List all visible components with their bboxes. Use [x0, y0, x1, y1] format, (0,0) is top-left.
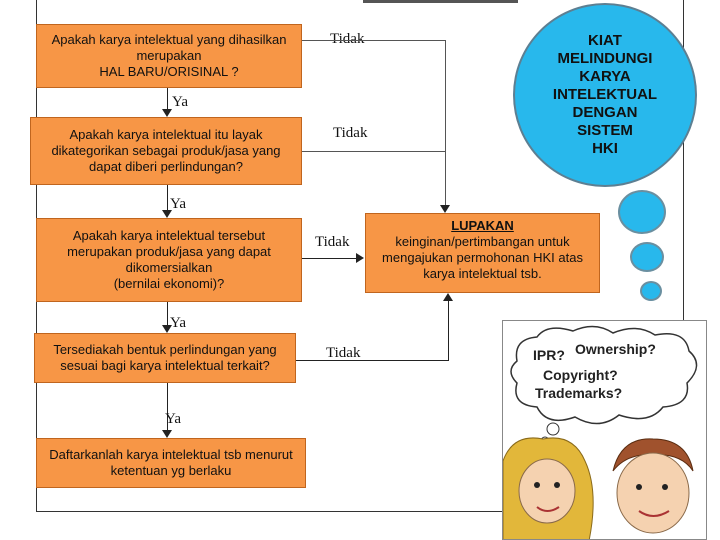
boy-mouth: [638, 510, 670, 517]
arrow-2: [162, 210, 172, 218]
girl-mouth: [536, 506, 560, 512]
forget-title: LUPAKAN: [451, 218, 514, 233]
cartoon-svg: [503, 325, 698, 539]
title-bubble: KIAT MELINDUNGI KARYA INTELEKTUAL DENGAN…: [515, 5, 695, 185]
no-label-2: Tidak: [333, 125, 368, 141]
cloud-dot-1: [546, 422, 560, 436]
no-line-1: [302, 40, 445, 41]
arrow-1: [162, 109, 172, 117]
girl-eye-left: [534, 482, 540, 488]
yes-label-3: Ya: [170, 315, 186, 331]
no-arrow-4: [443, 293, 453, 301]
thought-cloud: [510, 325, 698, 425]
cloud-text-ownership: Ownership?: [575, 341, 656, 357]
no-label-3: Tidak: [315, 234, 350, 250]
cartoon-illustration: IPR? Ownership? Copyright? Trademarks?: [502, 320, 707, 540]
forget-body: keinginan/pertimbangan untuk mengajukan …: [382, 234, 583, 281]
girl-eye-right: [554, 482, 560, 488]
action-box-register: Daftarkanlah karya intelektual tsb menur…: [36, 438, 306, 488]
arrow-4: [162, 430, 172, 438]
yes-label-4: Ya: [165, 411, 181, 427]
boy-eye-left: [636, 484, 642, 490]
connector-4: [167, 383, 168, 431]
no-arrow-top: [440, 205, 450, 213]
connector-1: [167, 88, 168, 110]
cloud-text-copyright: Copyright?: [543, 367, 618, 383]
yes-label-2: Ya: [170, 196, 186, 212]
arrow-3: [162, 325, 172, 333]
frame-right: [683, 0, 684, 320]
thought-bubble-small: [640, 281, 662, 301]
girl-face: [518, 458, 576, 524]
question-box-original: Apakah karya intelektual yang dihasilkan…: [36, 24, 302, 88]
frame-top-block: [363, 0, 518, 3]
no-line-2: [302, 151, 445, 152]
no-arrow-3: [356, 253, 364, 263]
frame-bottom: [36, 511, 502, 512]
yes-label-1: Ya: [172, 94, 188, 110]
no-label-4: Tidak: [326, 345, 361, 361]
question-box-protection-form: Tersediakah bentuk perlindungan yang ses…: [34, 333, 296, 383]
thought-bubble-medium: [630, 242, 664, 272]
connector-3: [167, 302, 168, 326]
no-riser-4: [448, 300, 449, 360]
cloud-text-trademarks: Trademarks?: [535, 385, 623, 401]
question-box-commercial: Apakah karya intelektual tersebut merupa…: [36, 218, 302, 302]
forget-box: LUPAKAN keinginan/pertimbangan untuk men…: [365, 213, 600, 293]
boy-face: [616, 452, 690, 534]
connector-2: [167, 185, 168, 211]
no-trunk: [445, 40, 446, 206]
no-line-3: [302, 258, 357, 259]
boy-eye-right: [662, 484, 668, 490]
thought-bubble-large: [618, 190, 666, 234]
question-box-protectable: Apakah karya intelektual itu layak dikat…: [30, 117, 302, 185]
no-line-4: [296, 360, 449, 361]
no-label-1: Tidak: [330, 31, 365, 47]
cloud-text-ipr: IPR?: [533, 347, 565, 363]
